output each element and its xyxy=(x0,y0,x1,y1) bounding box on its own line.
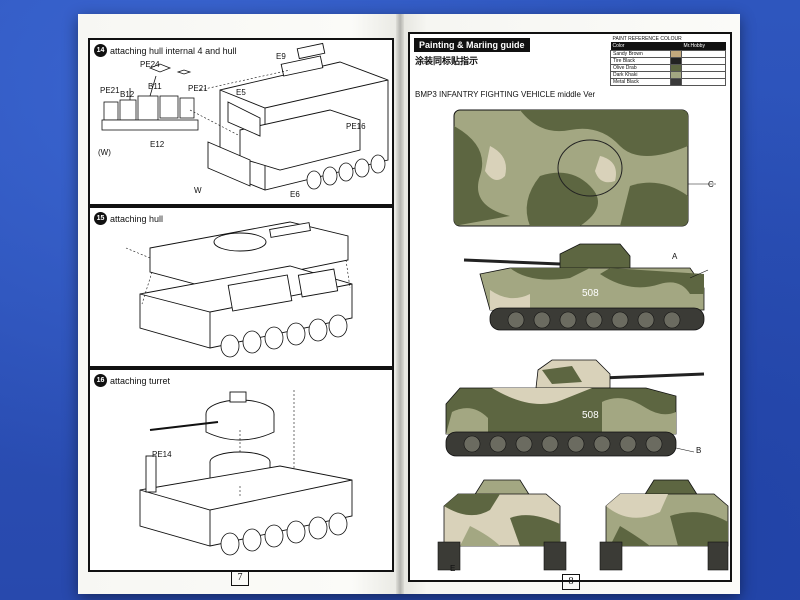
callout-label: B12 xyxy=(120,90,135,99)
step-16-panel: 16 attaching turret xyxy=(88,368,394,572)
step-14-title: 14 attaching hull internal 4 and hull xyxy=(94,44,237,57)
hull-number-marking: 508 xyxy=(582,410,599,421)
callout-label: PE14 xyxy=(152,450,172,459)
page-number: 7 xyxy=(231,570,249,586)
step-number-badge: 16 xyxy=(94,374,107,387)
vehicle-title: BMP3 INFANTRY FIGHTING VEHICLE middle Ve… xyxy=(415,90,596,99)
callout-label: W xyxy=(194,186,202,195)
callout-label: E6 xyxy=(290,190,300,199)
paint-table-header-blank xyxy=(670,42,682,51)
paint-swatch xyxy=(670,64,683,72)
callout-label: E12 xyxy=(150,140,165,149)
paint-color-name: Tire Black xyxy=(609,57,672,65)
paint-code xyxy=(681,50,726,58)
step-title-text: attaching turret xyxy=(110,375,171,386)
step-number-badge: 14 xyxy=(94,44,107,57)
paint-table-row: Tire Black xyxy=(609,57,726,65)
step-16-title: 16 attaching turret xyxy=(94,374,170,387)
left-page: 14 attaching hull internal 4 and hull xyxy=(78,14,400,594)
view-letter: A xyxy=(672,252,678,261)
guide-header: Painting & Mariing guide xyxy=(414,38,530,52)
paint-table-header: Mr.Hobby xyxy=(681,42,726,51)
paint-swatch xyxy=(670,57,683,65)
paint-code xyxy=(681,64,726,72)
vehicle-front-rear-views xyxy=(437,479,729,571)
step-14-panel: 14 attaching hull internal 4 and hull xyxy=(88,38,394,206)
paint-table-caption: PAINT REFERENCE COLOUR xyxy=(612,36,682,42)
paint-swatch xyxy=(670,71,683,79)
paint-swatch xyxy=(670,78,683,86)
hull-internal-diagram xyxy=(101,42,389,191)
paint-code xyxy=(681,78,726,86)
callout-label: PE21 xyxy=(188,84,208,93)
view-letter: C xyxy=(708,180,714,189)
step-number-badge: 15 xyxy=(94,212,107,225)
callout-label: B11 xyxy=(148,82,162,91)
paint-table-row: Olive Drab xyxy=(609,64,726,72)
painting-guide-frame: Painting & Mariing guide 涂装同标贴指示 BMP3 IN… xyxy=(408,32,732,582)
paint-code xyxy=(681,71,726,79)
guide-subtitle: 涂装同标贴指示 xyxy=(415,56,479,66)
view-letter: E xyxy=(450,564,456,573)
booklet-spine xyxy=(396,14,404,594)
view-letter: B xyxy=(696,446,702,455)
paint-color-name: Sandy Brown xyxy=(609,50,672,58)
callout-label: PE21 xyxy=(100,86,120,95)
vehicle-top-view xyxy=(453,109,716,227)
step-15-panel: 15 attaching hull xyxy=(88,206,394,368)
vehicle-side-view-b: 508 xyxy=(445,359,705,457)
paint-swatch xyxy=(670,50,683,58)
paint-table-row: Dark Khaki xyxy=(609,71,726,79)
callout-label: PE24 xyxy=(140,60,160,69)
callout-label: (W) xyxy=(98,148,111,157)
paint-table-row: Metal Black xyxy=(609,78,726,86)
paint-color-name: Dark Khaki xyxy=(609,71,672,79)
page-number: 8 xyxy=(562,574,580,590)
turret-assembly-diagram xyxy=(139,390,353,556)
vehicle-side-view-a: 508 xyxy=(463,243,709,331)
instruction-booklet: 14 attaching hull internal 4 and hull xyxy=(78,14,740,594)
step-title-text: attaching hull internal 4 and hull xyxy=(110,45,237,56)
step-title-text: attaching hull xyxy=(110,213,164,224)
paint-table-header: Color xyxy=(610,42,671,51)
callout-label: E5 xyxy=(236,88,246,97)
right-page: Painting & Mariing guide 涂装同标贴指示 BMP3 IN… xyxy=(400,14,740,594)
callout-label: PE16 xyxy=(346,122,366,131)
hull-assembly-diagram xyxy=(125,221,353,358)
callout-label: E9 xyxy=(276,52,286,61)
paint-reference-table: PAINT REFERENCE COLOUR Color Mr.Hobby Sa… xyxy=(609,36,726,86)
paint-table-row: Sandy Brown xyxy=(609,50,726,58)
step-15-title: 15 attaching hull xyxy=(94,212,163,225)
paint-color-name: Olive Drab xyxy=(609,64,672,72)
hull-number-marking: 508 xyxy=(582,288,599,299)
paint-color-name: Metal Black xyxy=(609,78,672,86)
paint-code xyxy=(681,57,726,65)
